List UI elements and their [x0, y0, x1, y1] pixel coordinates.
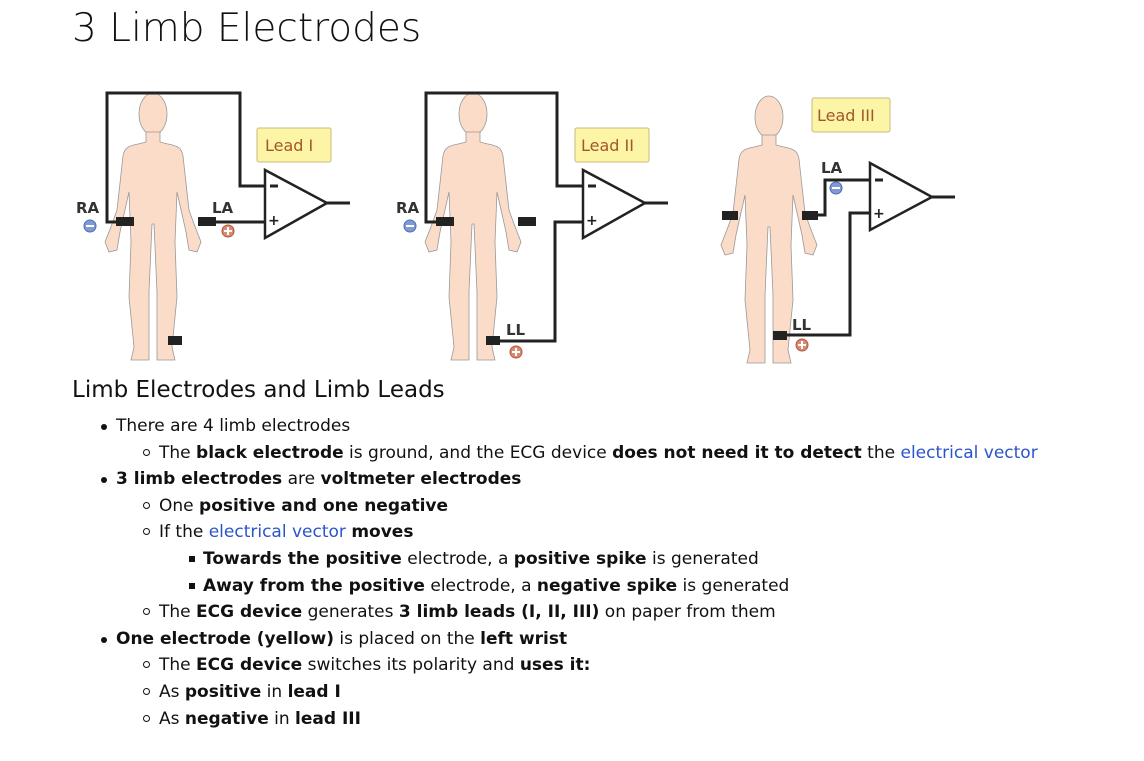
list-item: Towards the positive electrode, a positi… [0, 546, 1038, 573]
bold-text: One electrode (yellow) [116, 628, 334, 649]
list-item: One positive and one negative [0, 493, 1038, 520]
list-item: As positive in lead I [0, 679, 1038, 706]
list-item: One electrode (yellow) is placed on the … [0, 626, 1038, 653]
text: generates [302, 602, 399, 623]
list-item: The ECG device generates 3 limb leads (I… [0, 599, 1038, 626]
electrical-vector-link[interactable]: electrical vector [900, 442, 1038, 463]
bold-text: ECG device [196, 602, 303, 623]
text: As [159, 681, 185, 702]
la-label: LA [212, 199, 234, 217]
lead-label-box [256, 127, 332, 163]
section-title: Limb Electrodes and Limb Leads [72, 377, 445, 403]
list-item: 3 limb electrodes are voltmeter electrod… [0, 466, 1038, 493]
la-label: LA [821, 159, 843, 177]
bold-text: 3 limb leads (I, II, III) [398, 602, 600, 623]
svg-text:+: + [586, 213, 598, 229]
list-item: There are 4 limb electrodes [0, 413, 1038, 440]
text: If the [159, 522, 209, 543]
lead-label: Lead III [817, 106, 875, 125]
bold-text: ECG device [196, 655, 303, 676]
bold-text: black electrode [196, 442, 344, 463]
amplifier-icon [581, 167, 648, 241]
bold-text: does not need it to detect [612, 442, 862, 463]
lead-iii-diagram: + Lead III LA LL [720, 95, 955, 364]
amplifier-icon [263, 167, 330, 241]
lead-i-diagram: + Lead I RA LA [76, 91, 350, 361]
ra-label: RA [76, 199, 100, 217]
text: switches its polarity and [302, 655, 520, 676]
bold-text: left wrist [480, 628, 568, 649]
text: is placed on the [333, 628, 481, 649]
human-body-icon [424, 92, 522, 361]
bold-text: uses it: [519, 655, 591, 676]
svg-text:+: + [268, 213, 280, 229]
text: The [159, 655, 197, 676]
lead-label: Lead II [581, 136, 634, 155]
page-title: 3 Limb Electrodes [72, 6, 422, 51]
text: in [268, 708, 296, 729]
bold-text: 3 limb electrodes [116, 469, 283, 490]
text: is generated [646, 548, 759, 569]
text: There are 4 limb electrodes [116, 416, 351, 436]
text: is ground, and the ECG device [343, 442, 613, 463]
text: As [159, 708, 185, 729]
bold-text: lead I [287, 681, 341, 702]
text: The [159, 442, 197, 463]
lead-ii-diagram: + Lead II RA LL [396, 91, 668, 361]
text: are [282, 469, 321, 490]
bold-text: Away from the positive [203, 575, 425, 596]
list-item: The black electrode is ground, and the E… [0, 440, 1038, 467]
text: The [159, 602, 197, 623]
text: electrode, a [401, 548, 514, 569]
bold-text: positive [184, 681, 262, 702]
text: the [861, 442, 901, 463]
bold-text: negative [184, 708, 269, 729]
text: on paper from them [599, 602, 776, 623]
limb-leads-figure: + Lead I RA LA + Lead II RA LL [76, 91, 955, 364]
ground-electrode [168, 336, 182, 345]
text: electrode, a [424, 575, 537, 596]
bold-text: lead III [295, 708, 361, 729]
la-electrode [198, 217, 216, 226]
list-item: As negative in lead III [0, 706, 1038, 733]
text: One [159, 495, 200, 516]
bold-text: positive and one negative [199, 495, 449, 516]
human-body-icon [104, 92, 202, 361]
list-item: Away from the positive electrode, a nega… [0, 573, 1038, 600]
text: in [261, 681, 288, 702]
ll-label: LL [792, 316, 812, 334]
bold-text: moves [351, 522, 414, 543]
list-item: The ECG device switches its polarity and… [0, 652, 1038, 679]
list-item: If the electrical vector moves [0, 519, 1038, 546]
bold-text: positive spike [513, 548, 647, 569]
ra-electrode [116, 217, 134, 226]
electrical-vector-link[interactable]: electrical vector [208, 522, 346, 543]
ll-label: LL [506, 321, 526, 339]
ra-label: RA [396, 199, 420, 217]
svg-text:+: + [873, 206, 885, 222]
bold-text: negative spike [536, 575, 678, 596]
bold-text: Towards the positive [203, 548, 402, 569]
bold-text: voltmeter electrodes [320, 469, 522, 490]
amplifier-icon [868, 160, 935, 233]
bullet-list: There are 4 limb electrodes The black el… [0, 413, 1038, 732]
lead-label: Lead I [265, 136, 313, 155]
text: is generated [677, 575, 790, 596]
